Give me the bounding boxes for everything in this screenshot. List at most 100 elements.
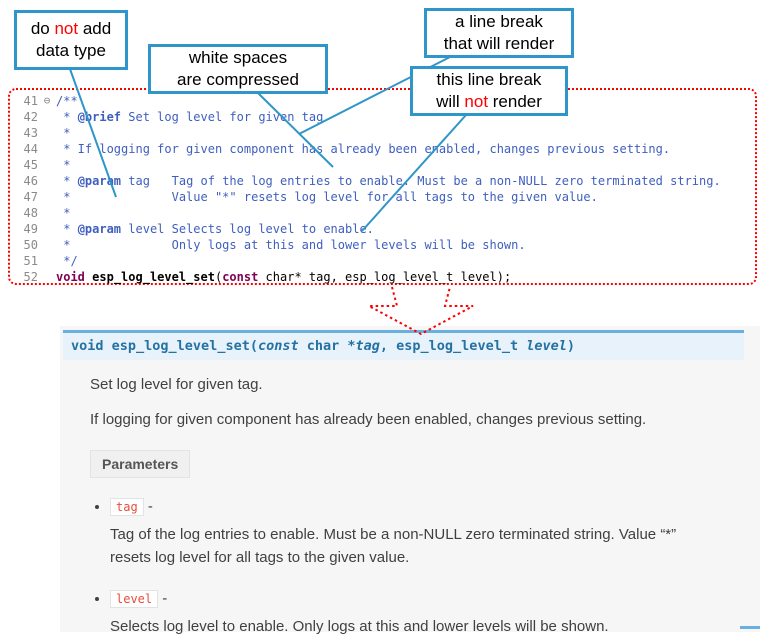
- code-line: 45 *: [14, 157, 753, 173]
- code-line: 42 * @brief Set log level for given tag: [14, 109, 753, 125]
- doc-body: Set log level for given tag. If logging …: [90, 374, 736, 637]
- fold-gutter: [38, 157, 56, 173]
- signature-token: esp_log_level_set: [111, 338, 250, 354]
- callout-text: this line break: [436, 69, 542, 89]
- callout-line: white spaces: [189, 47, 287, 69]
- line-number: 51: [23, 254, 38, 268]
- brief-text: Set log level for given tag.: [90, 376, 263, 393]
- callout-text: not: [54, 18, 79, 38]
- param-item: tag -Tag of the log entries to enable. M…: [110, 498, 736, 570]
- code-token: Set log level for given tag: [121, 110, 324, 124]
- code-token: *: [56, 174, 78, 188]
- fold-gutter: [38, 141, 56, 157]
- code-token: tag Tag of the log entries to enable. Mu…: [121, 174, 721, 188]
- signature-token: const: [257, 338, 299, 354]
- line-number: 42: [23, 110, 38, 124]
- code-token: (: [214, 270, 223, 284]
- code-line: 49 * @param level Selects log level to e…: [14, 221, 753, 237]
- code-token: level Selects log level to enable.: [121, 222, 374, 236]
- fold-gutter: [38, 173, 56, 189]
- code-text: * If logging for given component has alr…: [56, 141, 670, 157]
- param-name-literal: level: [110, 589, 159, 608]
- fold-gutter: [38, 189, 56, 205]
- code-lines: 41⊖/**42 * @brief Set log level for give…: [14, 93, 753, 285]
- code-line: 46 * @param tag Tag of the log entries t…: [14, 173, 753, 189]
- code-text: * Value "*" resets log level for all tag…: [56, 189, 598, 205]
- code-token: */: [56, 254, 78, 268]
- callout-text: do: [30, 18, 55, 38]
- callout-text: not: [464, 92, 489, 111]
- param-name-literal: tag: [110, 498, 144, 516]
- callout-line: this line break: [437, 69, 542, 91]
- param-description: Selects log level to enable. Only logs a…: [110, 617, 609, 635]
- line-number: 52: [23, 270, 38, 284]
- code-text: *: [56, 125, 70, 141]
- code-token: const: [222, 270, 259, 284]
- fold-gutter: [38, 125, 56, 141]
- param-dash: -: [158, 589, 168, 607]
- code-line: 48 *: [14, 205, 753, 221]
- fold-gutter: [38, 109, 56, 125]
- code-text: * Only logs at this and lower levels wil…: [56, 237, 525, 253]
- line-number: 43: [23, 126, 38, 140]
- callout-line: a line break: [455, 11, 543, 33]
- fold-gutter: [38, 221, 56, 237]
- code-text: */: [56, 253, 78, 269]
- signature-token: level: [526, 338, 567, 354]
- callout-text: white spaces: [188, 47, 288, 67]
- code-line: 52 void esp_log_level_set(const char* tag…: [14, 269, 753, 285]
- line-number: 44: [23, 142, 38, 156]
- code-token: *: [56, 158, 71, 172]
- code-token: /**: [56, 94, 78, 108]
- signature-token: (: [249, 338, 258, 354]
- callout-text: that will render: [443, 34, 555, 53]
- line-number: 49: [23, 222, 38, 236]
- callout-line: are compressed: [177, 69, 299, 91]
- signature-token: ): [566, 338, 575, 354]
- line-number: 46: [23, 174, 38, 188]
- callout-line-break-renders: a line break that will render: [424, 8, 574, 58]
- code-line: 44 * If logging for given component has …: [14, 141, 753, 157]
- param-list: tag -Tag of the log entries to enable. M…: [110, 498, 736, 637]
- code-text: void esp_log_level_set(const char* tag, …: [56, 269, 511, 285]
- code-text: *: [56, 157, 70, 173]
- code-token: void: [56, 270, 85, 284]
- code-text: *: [56, 205, 70, 221]
- code-text: * @brief Set log level for given tag: [56, 109, 323, 125]
- code-line: 50 * Only logs at this and lower levels …: [14, 237, 753, 253]
- callout-text: a line break: [455, 11, 543, 31]
- fold-toggle-icon[interactable]: ⊖: [43, 94, 51, 107]
- line-number: 41: [23, 94, 38, 108]
- code-token: esp_log_level_set: [92, 270, 215, 284]
- signature-token: tag: [355, 338, 380, 354]
- line-number: 48: [23, 206, 38, 220]
- callout-text: will: [436, 92, 465, 111]
- code-token: *: [56, 110, 78, 124]
- signature-token: [104, 338, 112, 354]
- code-editor-snippet: 41⊖/**42 * @brief Set log level for give…: [8, 88, 757, 285]
- code-text: * @param level Selects log level to enab…: [56, 221, 374, 237]
- code-line: 41 ⊖ /**: [14, 93, 753, 109]
- parameters-label: Parameters: [90, 450, 191, 478]
- fold-gutter: [38, 253, 56, 269]
- callout-line: will not render: [436, 91, 542, 113]
- fold-gutter: [38, 269, 56, 285]
- callout-text: are compressed: [177, 70, 299, 89]
- signature-token: void: [71, 338, 104, 354]
- code-token: * Value "*" resets log level for all tag…: [56, 190, 598, 204]
- code-token: *: [56, 126, 71, 140]
- code-line: 47 * Value "*" resets log level for all …: [14, 189, 753, 205]
- code-token: * If logging for given component has alr…: [56, 142, 671, 156]
- code-token: *: [56, 206, 71, 220]
- line-number: 47: [23, 190, 38, 204]
- detail-text: If logging for given component has alrea…: [90, 411, 647, 428]
- line-number: 45: [23, 158, 38, 172]
- signature-code: void esp_log_level_set(const char *tag, …: [71, 338, 575, 354]
- rendered-docs-panel: void esp_log_level_set(const char *tag, …: [60, 326, 760, 635]
- param-dash: -: [143, 498, 153, 515]
- callout-line: that will render: [444, 33, 555, 55]
- code-token: @param: [77, 174, 122, 188]
